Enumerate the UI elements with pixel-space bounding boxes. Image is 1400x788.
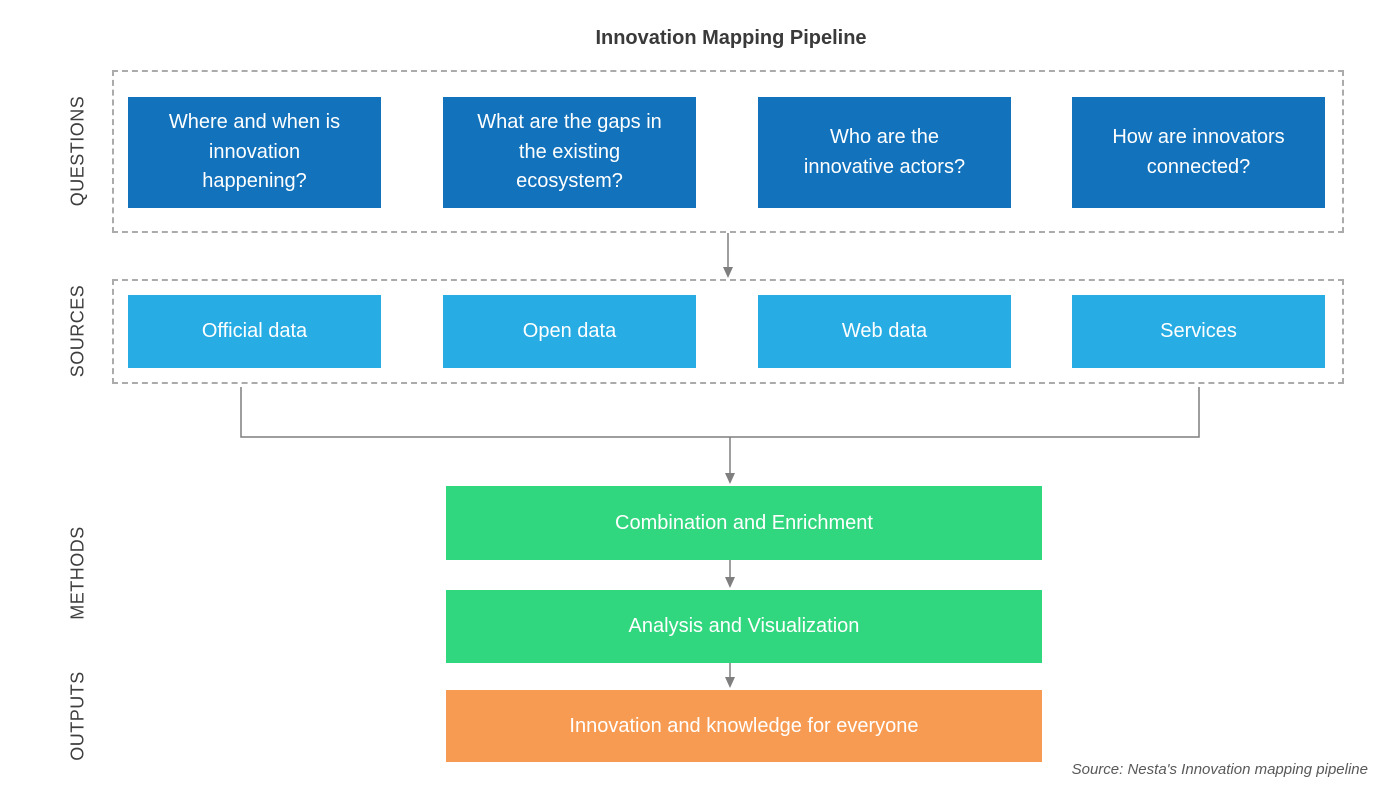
question-text-line: Who are the bbox=[830, 125, 939, 148]
arrow-questions-to-sources-head bbox=[723, 267, 733, 278]
page-title: Innovation Mapping Pipeline bbox=[595, 27, 867, 49]
question-box-gaps: What are the gaps in the existing ecosys… bbox=[443, 97, 696, 208]
question-text-line: happening? bbox=[202, 170, 307, 193]
arrow-sources-to-combination-head bbox=[725, 473, 735, 484]
question-text-line: innovation bbox=[208, 140, 301, 163]
row-label-methods: METHODS bbox=[67, 526, 88, 620]
source-attribution: Source: Nesta's Innovation mapping pipel… bbox=[1071, 761, 1368, 778]
method-box-analysis-visualization: Analysis and Visualization bbox=[446, 590, 1042, 663]
question-text-line: connected? bbox=[1146, 155, 1251, 178]
questions-group-container bbox=[112, 70, 1344, 233]
question-text-line: innovative actors? bbox=[803, 155, 966, 178]
row-label-outputs: OUTPUTS bbox=[67, 671, 88, 761]
question-text-line: ecosystem? bbox=[516, 170, 623, 193]
question-box-connected: How are innovators connected? bbox=[1072, 97, 1325, 208]
sources-group-container bbox=[112, 279, 1344, 384]
question-text-line: the existing bbox=[518, 140, 621, 163]
arrow-analysis-to-output-head bbox=[725, 677, 735, 688]
arrow-combination-to-analysis-head bbox=[725, 577, 735, 588]
method-box-combination-enrichment: Combination and Enrichment bbox=[446, 486, 1042, 560]
question-box-actors: Who are the innovative actors? bbox=[758, 97, 1011, 208]
question-text-line: Where and when is bbox=[168, 111, 341, 134]
sources-merge-bracket bbox=[240, 387, 1200, 438]
row-label-questions: QUESTIONS bbox=[67, 95, 88, 207]
source-box-web-data: Web data bbox=[758, 295, 1011, 368]
source-box-official-data: Official data bbox=[128, 295, 381, 368]
question-text-line: What are the gaps in bbox=[477, 111, 662, 134]
row-label-sources: SOURCES bbox=[67, 284, 88, 378]
source-box-open-data: Open data bbox=[443, 295, 696, 368]
question-box-where-when: Where and when is innovation happening? bbox=[128, 97, 381, 208]
output-box-innovation-knowledge: Innovation and knowledge for everyone bbox=[446, 690, 1042, 762]
question-text-line: How are innovators bbox=[1112, 125, 1285, 148]
source-box-services: Services bbox=[1072, 295, 1325, 368]
